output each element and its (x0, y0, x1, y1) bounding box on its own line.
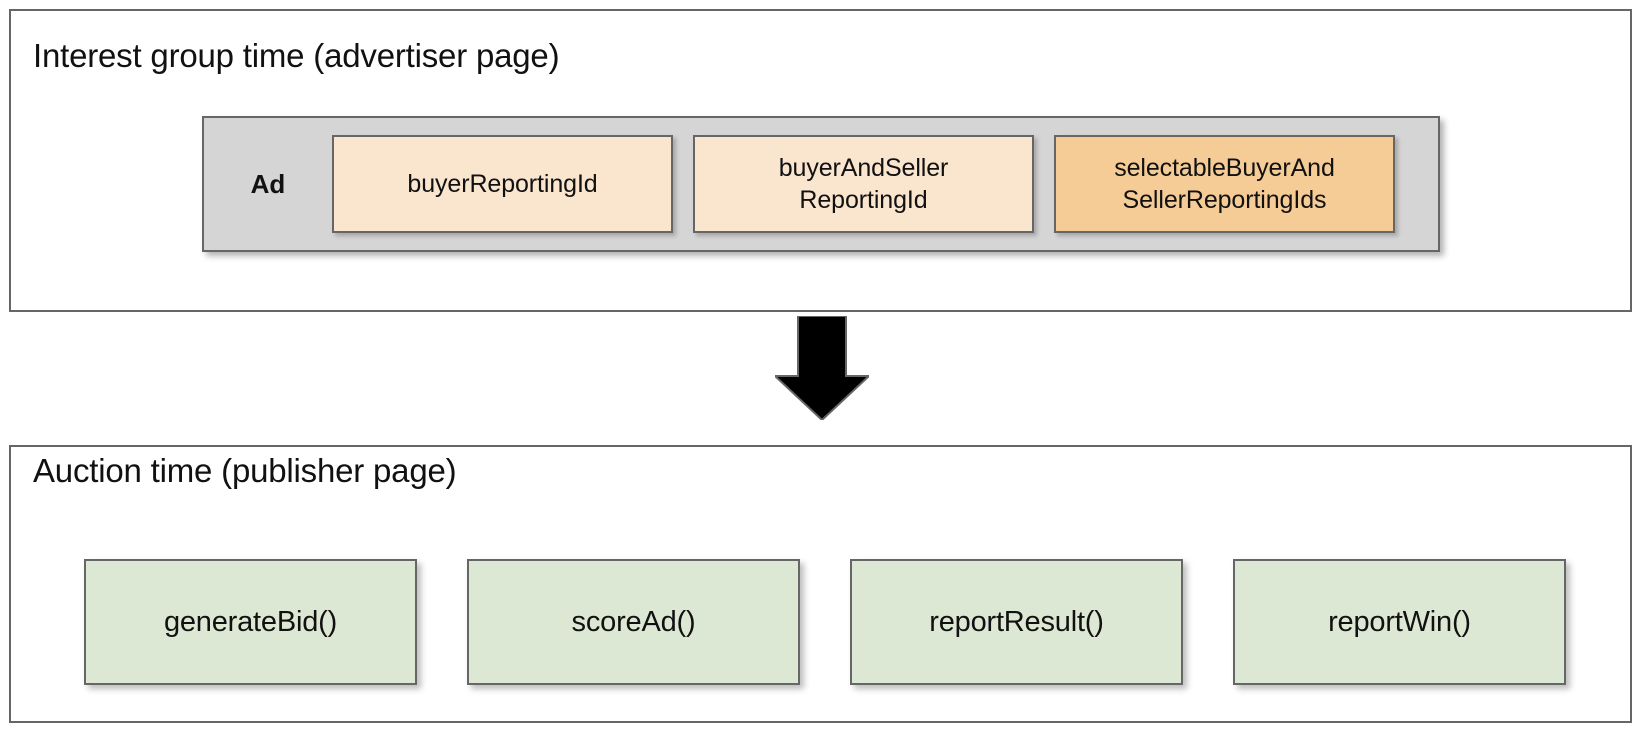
publisher-section: Auction time (publisher page) generateBi… (9, 445, 1632, 723)
reporting-field-buyer-and-seller-reporting-id: buyerAndSeller ReportingId (693, 135, 1034, 233)
reporting-field-label: buyerAndSeller ReportingId (779, 152, 949, 216)
advertiser-section: Interest group time (advertiser page) Ad… (9, 9, 1632, 312)
function-box-report-result: reportResult() (850, 559, 1183, 685)
reporting-field-label: buyerReportingId (407, 170, 598, 198)
reporting-field-buyer-reporting-id: buyerReportingId (332, 135, 673, 233)
ad-fields-row: buyerReportingId buyerAndSeller Reportin… (332, 118, 1438, 250)
auction-function-row: generateBid() scoreAd() reportResult() r… (84, 559, 1566, 685)
publisher-section-title: Auction time (publisher page) (33, 452, 457, 489)
function-box-label: reportResult() (929, 605, 1104, 638)
advertiser-section-title: Interest group time (advertiser page) (33, 37, 560, 74)
function-box-score-ad: scoreAd() (467, 559, 800, 685)
arrow-down-icon (775, 316, 869, 420)
ad-container: Ad buyerReportingId buyerAndSeller Repor… (202, 116, 1440, 252)
function-box-label: reportWin() (1328, 605, 1471, 638)
reporting-field-label-line2: ReportingId (799, 186, 928, 214)
function-box-report-win: reportWin() (1233, 559, 1566, 685)
function-box-generate-bid: generateBid() (84, 559, 417, 685)
reporting-field-selectable-buyer-and-seller-reporting-ids: selectableBuyerAnd SellerReportingIds (1054, 135, 1395, 233)
reporting-field-label-line1: selectableBuyerAnd (1114, 154, 1335, 182)
reporting-field-label: selectableBuyerAnd SellerReportingIds (1114, 152, 1335, 216)
reporting-field-label-line1: buyerAndSeller (778, 154, 949, 182)
reporting-field-label-line2: SellerReportingIds (1122, 186, 1327, 214)
function-box-label: scoreAd() (571, 605, 696, 638)
function-box-label: generateBid() (163, 605, 338, 638)
ad-label: Ad (250, 168, 286, 199)
